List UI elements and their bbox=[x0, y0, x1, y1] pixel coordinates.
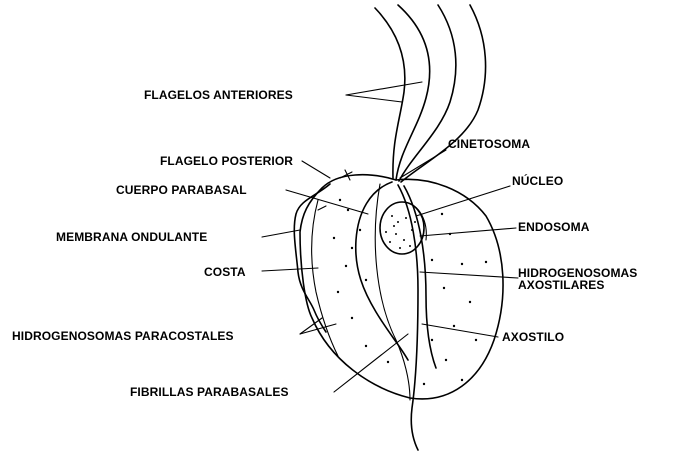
label-cuerpo-parabasal: CUERPO PARABASAL bbox=[116, 184, 247, 197]
parabasal-body bbox=[356, 182, 408, 360]
label-flagelos-anteriores: FLAGELOS ANTERIORES bbox=[144, 89, 293, 102]
cell-body-outline bbox=[300, 175, 503, 399]
label-flagelo-posterior: FLAGELO POSTERIOR bbox=[160, 155, 293, 168]
label-hidrogenosomas-axostilares-2: AXOSTILARES bbox=[518, 279, 604, 292]
label-cinetosoma: CINETOSOMA bbox=[448, 138, 530, 151]
anterior-flagella bbox=[375, 5, 486, 182]
axostyle bbox=[398, 185, 418, 450]
label-fibrillas-parabasales: FIBRILLAS PARABASALES bbox=[130, 386, 289, 399]
label-endosoma: ENDOSOMA bbox=[518, 221, 589, 234]
label-axostilo: AXOSTILO bbox=[502, 331, 564, 344]
costa-line bbox=[312, 200, 338, 356]
label-costa: COSTA bbox=[204, 266, 246, 279]
hydrogenosome-dots bbox=[333, 199, 487, 385]
label-nucleo: NÚCLEO bbox=[512, 175, 563, 188]
label-hidrogenosomas-paracostales: HIDROGENOSOMAS PARACOSTALES bbox=[12, 330, 234, 343]
nucleus bbox=[380, 202, 424, 254]
label-membrana-ondulante: MEMBRANA ONDULANTE bbox=[56, 231, 207, 244]
